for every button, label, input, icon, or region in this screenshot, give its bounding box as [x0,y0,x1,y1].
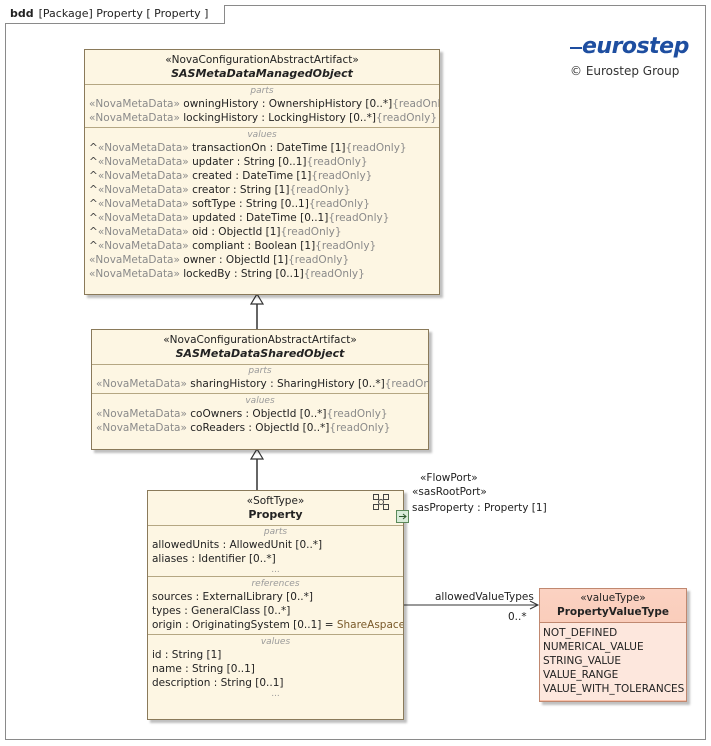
value-type-property-value-type[interactable]: «valueType» PropertyValueType NOT_DEFINE… [539,588,687,702]
value-row[interactable]: ^«NovaMetaData» transactionOn : DateTime… [89,142,407,154]
block-name: SASMetaDataSharedObject [175,347,345,360]
values-compartment: values id : String [1] name : String [0.… [148,634,403,700]
block-stereotype: «NovaConfigurationAbstractArtifact» [163,334,357,346]
value-row[interactable]: «NovaMetaData» owner : ObjectId [1]{read… [89,254,350,266]
port-arrow-icon [399,513,407,520]
compartment-title: references [251,579,300,589]
compartment-title: values [260,637,291,647]
value-row[interactable]: description : String [0..1] [152,677,284,689]
port-label: sasProperty : Property [1] [412,502,547,514]
value-row[interactable]: ^«NovaMetaData» created : DateTime [1]{r… [89,170,373,182]
association-role-label: allowedValueTypes [435,591,534,603]
port-stereotype-flowport: «FlowPort» [420,472,478,484]
block-name: SASMetaDataManagedObject [171,67,353,80]
value-row[interactable]: «NovaMetaData» coOwners : ObjectId [0..*… [96,408,388,420]
parts-compartment: parts allowedUnits : AllowedUnit [0..*] … [148,525,403,576]
part-row[interactable]: allowedUnits : AllowedUnit [0..*] [152,539,323,551]
port-stereotype-sasrootport: «sasRootPort» [412,486,487,498]
parts-compartment: parts «NovaMetaData» owningHistory : Own… [85,84,439,127]
block-sasmetadata-managed-object[interactable]: «NovaConfigurationAbstractArtifact» SASM… [84,49,440,295]
diagram-kind: bdd [10,7,34,20]
reference-row[interactable]: sources : ExternalLibrary [0..*] [152,591,313,603]
compartment-title: parts [263,527,288,537]
value-row[interactable]: «NovaMetaData» coReaders : ObjectId [0..… [96,422,391,434]
value-row[interactable]: «NovaMetaData» lockedBy : String [0..1]{… [89,268,365,280]
references-compartment: references sources : ExternalLibrary [0.… [148,576,403,634]
enumeration-literals: NOT_DEFINED NUMERICAL_VALUE STRING_VALUE… [540,622,686,700]
value-row[interactable]: ^«NovaMetaData» updater : String [0..1]{… [89,156,368,168]
eurostep-logo-word: eurostep [570,36,689,58]
enum-literal[interactable]: VALUE_WITH_TOLERANCES [543,683,685,695]
eurostep-copyright: © Eurostep Group [570,64,680,78]
value-row[interactable]: ^«NovaMetaData» updated : DateTime [0..1… [89,212,390,224]
reference-row[interactable]: types : GeneralClass [0..*] [152,605,291,617]
part-row[interactable]: aliases : Identifier [0..*] [152,553,276,565]
compartment-title: values [247,130,277,140]
value-type-stereotype: «valueType» [580,592,646,604]
diagram-frame-tab: bdd [Package] Property [ Property ] [5,5,226,24]
part-row[interactable]: «NovaMetaData» lockingHistory : LockingH… [89,112,438,124]
enum-literal[interactable]: STRING_VALUE [543,655,622,667]
compartment-title: values [245,396,275,406]
diagram-frame [5,5,706,740]
value-row[interactable]: ^«NovaMetaData» creator : String [1]{rea… [89,184,351,196]
parts-compartment: parts «NovaMetaData» sharingHistory : Sh… [92,364,428,393]
enum-literal[interactable]: NUMERICAL_VALUE [543,641,644,653]
more-indicator: ... [271,565,280,575]
value-row[interactable]: ^«NovaMetaData» softType : String [0..1]… [89,198,370,210]
block-stereotype: «SoftType» [246,495,305,507]
more-indicator: ... [271,689,280,699]
enum-literal[interactable]: NOT_DEFINED [543,627,618,639]
generalization-arrow-shared [249,292,265,305]
reference-row[interactable]: origin : OriginatingSystem [0..1] = Shar… [152,619,404,631]
block-sasmetadata-shared-object[interactable]: «NovaConfigurationAbstractArtifact» SASM… [91,329,429,450]
part-row[interactable]: «NovaMetaData» owningHistory : Ownership… [89,98,439,110]
association-multiplicity: 0..* [508,611,527,623]
value-type-name: PropertyValueType [557,606,669,618]
block-stereotype: «NovaConfigurationAbstractArtifact» [165,54,359,66]
enum-literal[interactable]: VALUE_RANGE [543,669,619,681]
association-arrow [529,600,540,610]
value-row[interactable]: ^«NovaMetaData» oid : ObjectId [1]{readO… [89,226,342,238]
value-row[interactable]: id : String [1] [152,649,222,661]
values-compartment: values ^«NovaMetaData» transactionOn : D… [85,127,439,283]
structure-icon [373,494,389,510]
block-name: Property [248,508,303,521]
diagram-frame-label: [Package] Property [ Property ] [38,7,209,20]
eurostep-logo: eurostep © Eurostep Group [570,36,689,78]
values-compartment: values «NovaMetaData» coOwners : ObjectI… [92,393,428,437]
value-row[interactable]: ^«NovaMetaData» compliant : Boolean [1]{… [89,240,377,252]
value-row[interactable]: name : String [0..1] [152,663,255,675]
block-property[interactable]: «SoftType» Property parts allowedUnits :… [147,490,404,720]
part-row[interactable]: «NovaMetaData» sharingHistory : SharingH… [96,378,429,390]
generalization-arrow-property [249,447,265,460]
compartment-title: parts [248,366,272,376]
compartment-title: parts [250,86,274,96]
flow-port[interactable] [396,510,409,523]
